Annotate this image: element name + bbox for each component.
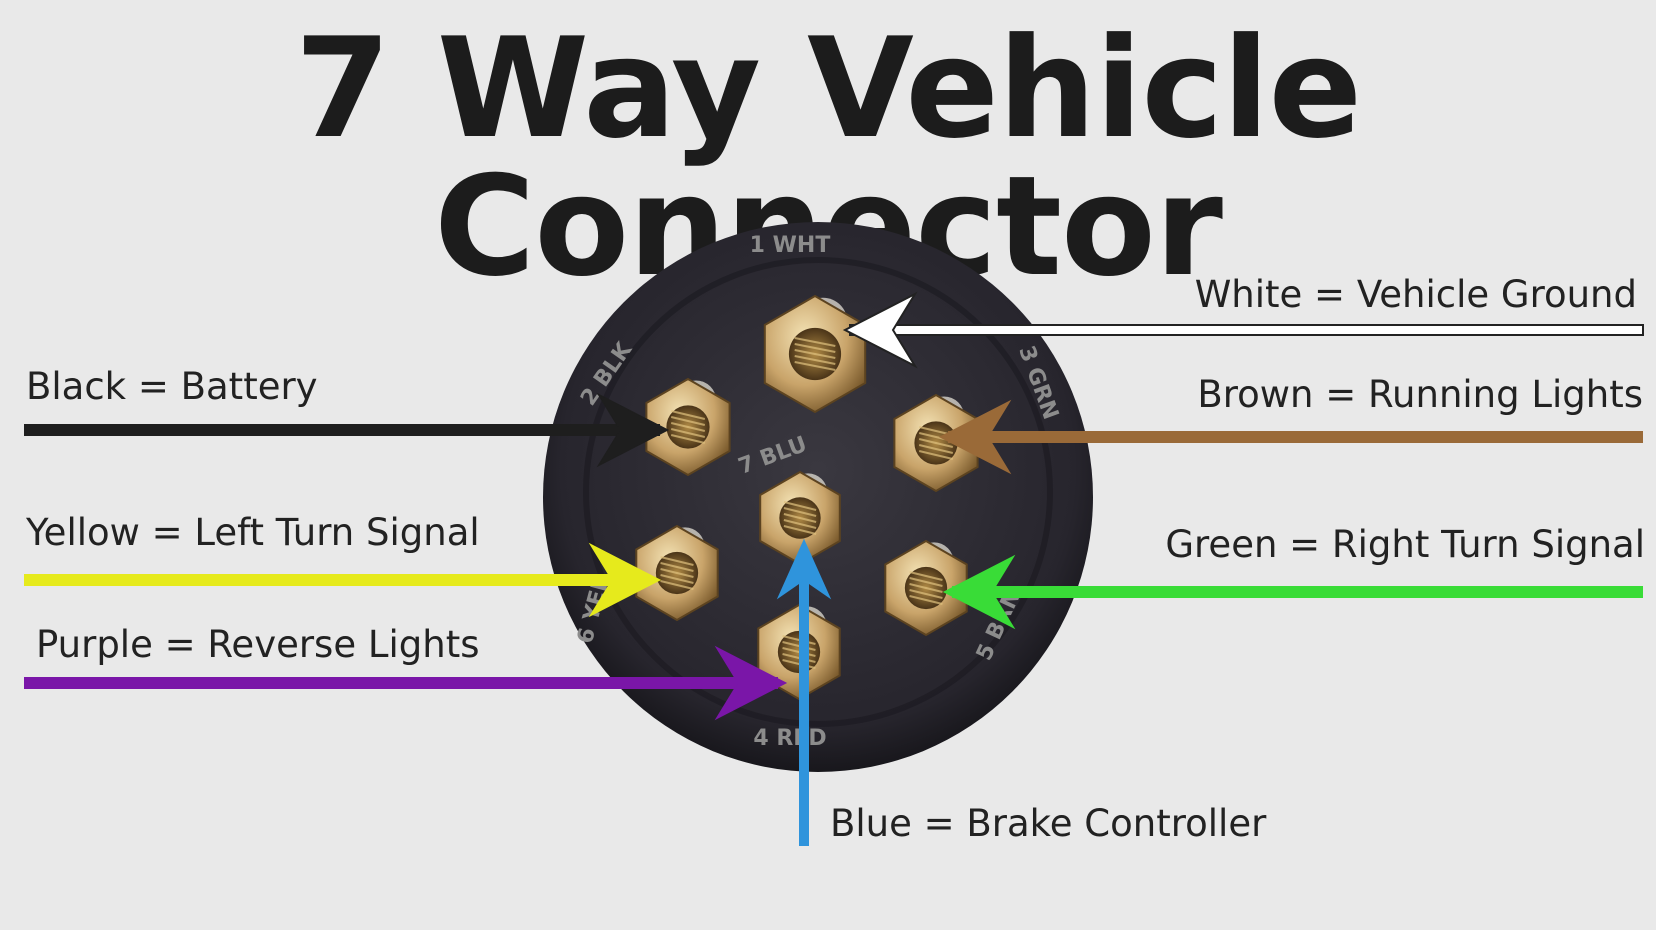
wire-white-line bbox=[849, 324, 1644, 336]
thread-line bbox=[909, 571, 943, 581]
thread-line bbox=[783, 525, 817, 535]
thread-line bbox=[660, 562, 694, 572]
wire-green bbox=[942, 554, 1643, 630]
terminal-6-nut bbox=[635, 524, 719, 622]
wire-yellow bbox=[24, 542, 662, 618]
terminal-1-nut bbox=[763, 294, 867, 414]
thread-line bbox=[918, 444, 954, 454]
thread-line bbox=[660, 580, 694, 590]
wire-brown-arrowhead bbox=[938, 399, 1012, 475]
thread-line bbox=[660, 574, 694, 584]
thread-line bbox=[783, 501, 817, 511]
terminal-3-nut bbox=[893, 393, 979, 493]
thread-line bbox=[783, 513, 817, 523]
thread-line bbox=[670, 410, 706, 420]
wire-white bbox=[842, 291, 1644, 369]
wire-green-arrowhead bbox=[942, 554, 1016, 630]
thread-line bbox=[783, 507, 817, 517]
thread-line bbox=[670, 428, 706, 438]
thread-line bbox=[918, 450, 954, 460]
wire-purple-arrowhead bbox=[714, 645, 788, 721]
wire-black-arrowhead bbox=[596, 392, 670, 468]
wire-label-white: White = Vehicle Ground bbox=[1195, 273, 1637, 316]
wire-label-black: Black = Battery bbox=[26, 365, 318, 408]
terminal-7-nut bbox=[759, 470, 841, 566]
thread-line bbox=[670, 416, 706, 426]
thread-line bbox=[909, 577, 943, 587]
wire-label-yellow: Yellow = Left Turn Signal bbox=[25, 511, 480, 554]
thread-line bbox=[909, 595, 943, 605]
terminal-2-nut bbox=[645, 377, 731, 477]
thread-line bbox=[670, 422, 706, 432]
thread-line bbox=[794, 361, 836, 371]
thread-line bbox=[918, 438, 954, 448]
terminal-5-nut bbox=[884, 539, 968, 637]
thread-line bbox=[670, 434, 706, 444]
thread-line bbox=[909, 583, 943, 593]
wire-blue-arrowhead bbox=[776, 538, 832, 600]
thread-line bbox=[909, 589, 943, 599]
wire-label-brown: Brown = Running Lights bbox=[1197, 373, 1643, 416]
thread-line bbox=[794, 349, 836, 359]
connector-inner-ring bbox=[583, 257, 1053, 727]
thread-line bbox=[794, 343, 836, 353]
wire-label-purple: Purple = Reverse Lights bbox=[36, 623, 479, 666]
wire-black bbox=[24, 392, 670, 468]
wire-yellow-arrowhead bbox=[588, 542, 662, 618]
wire-brown bbox=[938, 399, 1643, 475]
wire-white-arrowhead bbox=[842, 291, 918, 369]
pin-label-4: 4 RED bbox=[753, 726, 826, 751]
wire-blue bbox=[776, 538, 832, 846]
thread-line bbox=[794, 355, 836, 365]
thread-line bbox=[660, 568, 694, 578]
thread-line bbox=[660, 556, 694, 566]
pin-label-1: 1 WHT bbox=[750, 233, 831, 258]
wire-label-blue: Blue = Brake Controller bbox=[830, 802, 1267, 845]
wire-purple bbox=[24, 645, 788, 721]
thread-line bbox=[794, 337, 836, 347]
thread-line bbox=[783, 519, 817, 529]
wire-label-green: Green = Right Turn Signal bbox=[1165, 523, 1645, 566]
